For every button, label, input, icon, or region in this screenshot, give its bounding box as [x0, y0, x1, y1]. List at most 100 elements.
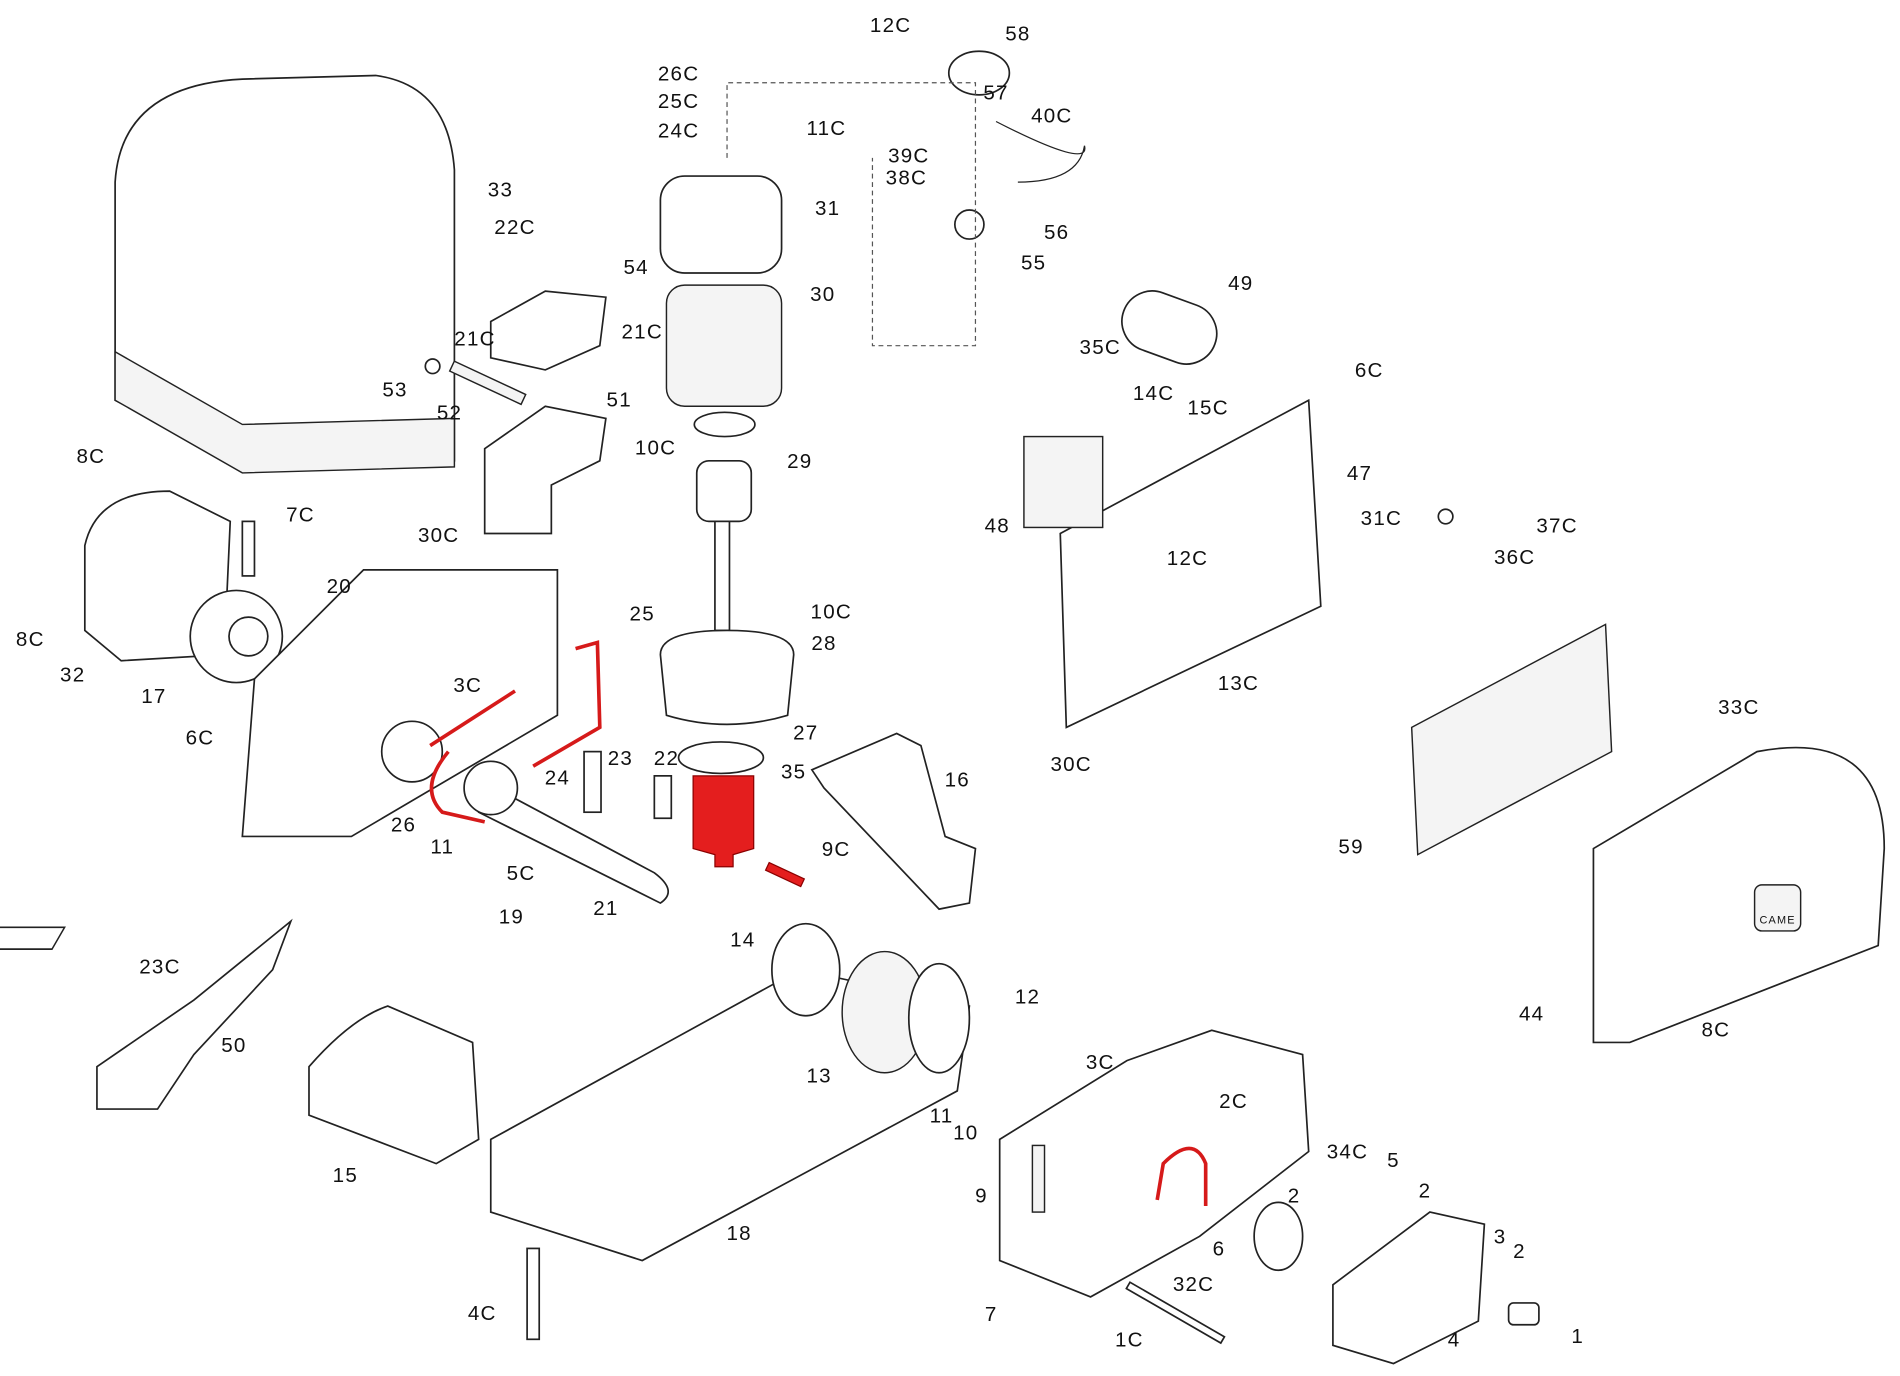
- callout-52: 52: [437, 402, 462, 425]
- callout-19: 19: [499, 906, 524, 929]
- part-gear-17-hub: [228, 616, 269, 657]
- callout-11c: 11C: [806, 117, 846, 140]
- callout-31c: 31C: [1361, 507, 1402, 530]
- callout-17: 17: [141, 685, 166, 708]
- callout-21c: 21C: [454, 328, 495, 351]
- callout-40c: 40C: [1031, 105, 1072, 128]
- callout-39c: 39C: [888, 145, 929, 168]
- part-spring-52: [448, 360, 527, 406]
- callout-11: 11: [930, 1104, 954, 1127]
- part-housing-20-bore: [380, 720, 444, 783]
- callout-5: 5: [1387, 1149, 1400, 1172]
- callout-6c: 6C: [1355, 359, 1384, 382]
- callout-37c: 37C: [1536, 514, 1577, 537]
- callout-32: 32: [60, 663, 85, 686]
- part-spring-9: [1031, 1144, 1046, 1213]
- callout-24: 24: [545, 766, 570, 789]
- callout-9: 9: [975, 1184, 988, 1207]
- callout-57: 57: [983, 82, 1008, 105]
- callout-28: 28: [811, 632, 836, 655]
- part-plate-19: [0, 926, 66, 950]
- callout-8c: 8C: [77, 445, 106, 468]
- callout-53: 53: [382, 379, 407, 402]
- callout-2: 2: [1288, 1184, 1301, 1207]
- callout-59: 59: [1338, 835, 1363, 858]
- callout-5c: 5C: [507, 862, 536, 885]
- callout-6: 6: [1213, 1238, 1226, 1261]
- callout-50: 50: [221, 1034, 246, 1057]
- part-bracket-50: [96, 918, 293, 1110]
- callout-21: 21: [593, 897, 618, 920]
- part-rotor-29: [695, 459, 753, 523]
- part-cover-33: [114, 74, 456, 468]
- callout-49: 49: [1228, 272, 1253, 295]
- callout-21c: 21C: [622, 320, 663, 343]
- callout-18: 18: [726, 1222, 751, 1245]
- callout-54: 54: [623, 256, 648, 279]
- callout-27: 27: [793, 721, 818, 744]
- callout-56: 56: [1044, 221, 1069, 244]
- callout-25: 25: [630, 603, 655, 626]
- part-bearing-10C: [693, 411, 756, 438]
- callout-14c: 14C: [1133, 382, 1174, 405]
- callout-44: 44: [1519, 1003, 1544, 1026]
- callout-58: 58: [1005, 22, 1030, 45]
- callout-34c: 34C: [1327, 1141, 1368, 1164]
- part-seal-3C: [429, 689, 516, 748]
- part-bracket-51: [483, 405, 607, 535]
- part-housing-20: [241, 569, 559, 838]
- callout-30: 30: [810, 283, 835, 306]
- callout-14: 14: [730, 929, 755, 952]
- callout-24c: 24C: [658, 119, 699, 142]
- callout-29: 29: [787, 450, 812, 473]
- callout-9c: 9C: [822, 838, 851, 861]
- callout-7c: 7C: [286, 503, 315, 526]
- part-clip-8: [1155, 1146, 1208, 1207]
- part-cam-55: [953, 209, 985, 240]
- callout-35c: 35C: [1080, 336, 1121, 359]
- callout-13: 13: [806, 1064, 831, 1087]
- part-cover-15: [308, 1005, 480, 1165]
- part-pin-24: [583, 750, 602, 814]
- part-cover-58: [947, 50, 1011, 96]
- part-cover-44: [1592, 746, 1886, 1044]
- callout-22: 22: [654, 747, 679, 770]
- part-gasket-25: [532, 640, 602, 768]
- callout-8c: 8C: [16, 628, 45, 651]
- part-cover-54: [489, 290, 607, 371]
- callout-10c: 10C: [811, 600, 852, 623]
- came-logo-text: CAME: [1759, 915, 1795, 927]
- callout-10c: 10C: [635, 437, 676, 460]
- callout-38c: 38C: [886, 167, 927, 190]
- callout-2c: 2C: [1219, 1090, 1248, 1113]
- callout-1: 1: [1571, 1325, 1584, 1348]
- part-bracket-16: [810, 732, 977, 911]
- part-flange-14: [771, 922, 841, 1017]
- callout-23: 23: [608, 747, 633, 770]
- part-cable-40C: [995, 120, 1086, 183]
- callout-11: 11: [430, 835, 454, 858]
- callout-3: 3: [1494, 1226, 1507, 1249]
- callout-6c: 6C: [186, 726, 215, 749]
- part-worm-35: [692, 775, 755, 868]
- callout-48: 48: [985, 514, 1010, 537]
- part-pin-9C: [764, 861, 806, 888]
- part-nut-53: [424, 358, 441, 375]
- callout-12c: 12C: [870, 14, 911, 37]
- callout-16: 16: [945, 769, 970, 792]
- callout-26: 26: [391, 814, 416, 837]
- callout-55: 55: [1021, 251, 1046, 274]
- callout-1c: 1C: [1115, 1329, 1144, 1352]
- callout-15c: 15C: [1187, 397, 1228, 420]
- callout-26c: 26C: [658, 62, 699, 85]
- part-bearing-11: [463, 760, 519, 816]
- callout-20: 20: [327, 575, 352, 598]
- part-motor-cap-31: [659, 175, 783, 274]
- callout-12: 12: [1015, 986, 1040, 1009]
- callout-33c: 33C: [1718, 696, 1759, 719]
- callout-3c: 3C: [453, 674, 482, 697]
- part-stator-30: [665, 284, 783, 407]
- callout-30c: 30C: [1050, 753, 1091, 776]
